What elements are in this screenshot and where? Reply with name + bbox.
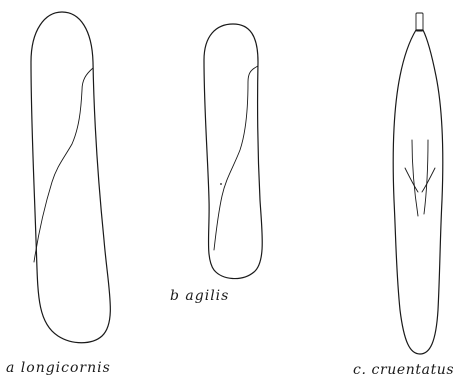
- caption-longicornis: a longicornis: [6, 360, 111, 376]
- specimen-a-inner-line: [34, 68, 93, 262]
- specimen-c-inner-line-right: [424, 140, 428, 214]
- specimen-c-tip: [416, 13, 423, 31]
- specimen-b-agilis: [204, 24, 262, 279]
- specimen-c-inner-cross-right: [422, 168, 435, 192]
- specimen-b-inner-line: [214, 66, 258, 250]
- specimen-a-outline: [31, 12, 110, 343]
- specimen-b-dot: [220, 183, 222, 185]
- specimen-b-outline: [204, 24, 262, 279]
- specimen-a-longicornis: [31, 12, 110, 343]
- specimen-c-cruentatus: [393, 13, 443, 354]
- specimen-c-inner-line-left: [412, 140, 418, 216]
- caption-agilis: b agilis: [170, 288, 229, 304]
- specimen-c-inner-cross-left: [405, 168, 418, 192]
- caption-cruentatus: c. cruentatus: [353, 362, 453, 378]
